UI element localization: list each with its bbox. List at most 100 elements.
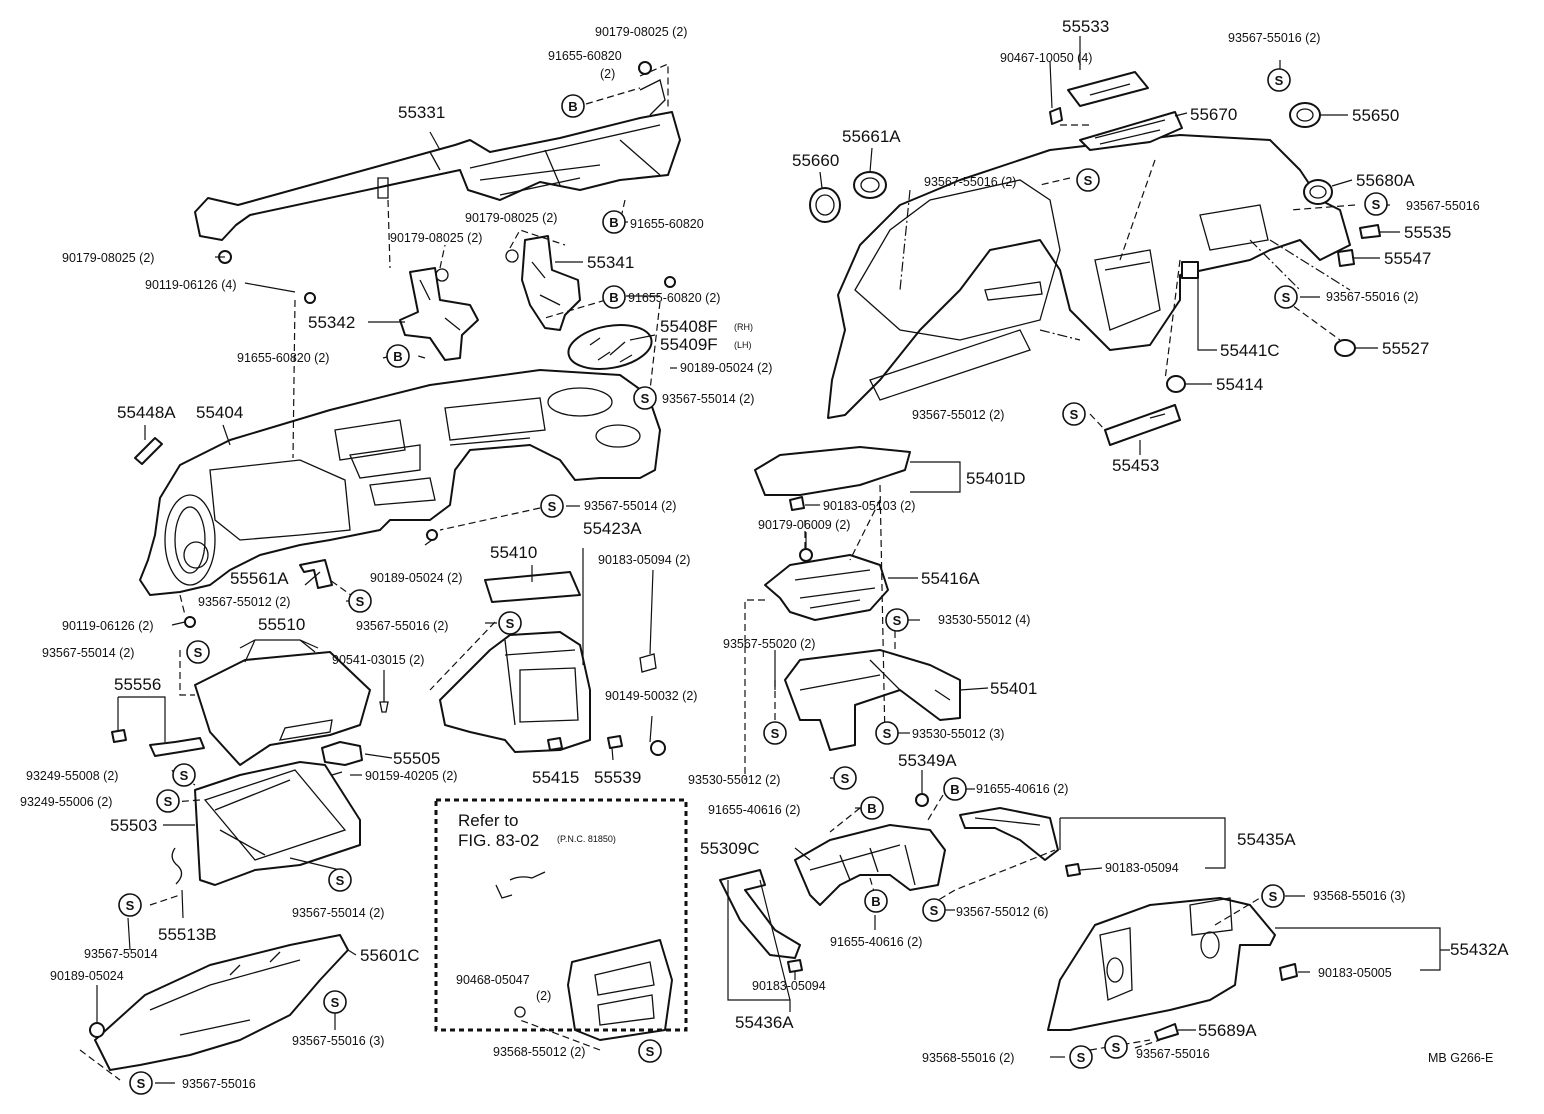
svg-text:S: S [194, 645, 203, 660]
s-symbol: S [348, 589, 372, 613]
part-55408F: 55408F [660, 317, 718, 336]
glove-box-55503 [171, 761, 361, 886]
b-symbol: B [602, 210, 626, 234]
reference-line-2: FIG. 83-02 [458, 831, 539, 850]
bracket-55423A [439, 631, 657, 753]
s-symbol: S [323, 990, 347, 1014]
part-55436A: 55436A [735, 1013, 794, 1032]
part-55453: 55453 [1112, 456, 1159, 475]
fastener-91655-60820: 91655-60820 [548, 49, 622, 63]
hinge-55556 [111, 729, 205, 757]
part-55533: 55533 [1062, 17, 1109, 36]
fastener-93567-55014: 93567-55014 (2) [662, 392, 754, 406]
fastener-93567-55016: 93567-55016 (2) [924, 175, 1016, 189]
svg-text:S: S [331, 995, 340, 1010]
reference-box [434, 798, 688, 1032]
figure-code: MB G266-E [1428, 1051, 1493, 1065]
part-55441C: 55441C [1220, 341, 1280, 360]
s-symbol: S [172, 763, 196, 787]
part-55661A: 55661A [842, 127, 901, 146]
part-55415: 55415 [532, 768, 579, 787]
svg-text:B: B [393, 349, 402, 364]
fastener-90183-05094: 90183-05094 [752, 979, 826, 993]
reinforcement-55331 [194, 79, 681, 241]
s-symbol: S [118, 893, 142, 917]
fastener-90119-06126: 90119-06126 (2) [62, 619, 154, 633]
vent-55533 [1049, 71, 1183, 151]
s-symbol: S [1364, 192, 1388, 216]
fastener-93567-55016: 93567-55016 [182, 1077, 256, 1091]
fastener-90189-05024: 90189-05024 (2) [370, 571, 462, 585]
fastener-93530-55012: 93530-55012 (2) [688, 773, 780, 787]
svg-text:B: B [867, 801, 876, 816]
fastener-91655-40616: 91655-40616 (2) [976, 782, 1068, 796]
svg-text:S: S [1269, 889, 1278, 904]
part-55689A: 55689A [1198, 1021, 1257, 1040]
part-55535: 55535 [1404, 223, 1451, 242]
fastener-90189-05024: 90189-05024 (2) [680, 361, 772, 375]
reference-line-1: Refer to [458, 811, 518, 830]
fastener-93567-55016: 93567-55016 (2) [356, 619, 448, 633]
clip-55448A [134, 437, 163, 465]
part-55601C: 55601C [360, 946, 420, 965]
glove-door-55510 [194, 651, 389, 766]
bracket-55342 [399, 267, 479, 361]
part-55505: 55505 [393, 749, 440, 768]
svg-text:S: S [883, 726, 892, 741]
s-symbol: S [129, 1071, 153, 1095]
fastener-93567-55014: 93567-55014 (2) [292, 906, 384, 920]
part-55309C: 55309C [700, 839, 760, 858]
cover-55401D [754, 446, 911, 511]
svg-text:S: S [641, 391, 650, 406]
fastener-93567-55014: 93567-55014 (2) [584, 499, 676, 513]
part-55650: 55650 [1352, 106, 1399, 125]
fastener-93567-55020: 93567-55020 (2) [723, 637, 815, 651]
b-symbol: B [864, 889, 888, 913]
svg-text:B: B [871, 894, 880, 909]
svg-text:B: B [609, 290, 618, 305]
svg-text:S: S [180, 768, 189, 783]
quantity-label: (2) [536, 989, 551, 1003]
plate-55453 [1104, 404, 1181, 446]
s-symbol: S [833, 766, 857, 790]
svg-text:B: B [568, 99, 577, 114]
bracket-55416A [764, 548, 889, 621]
clip-55539 [547, 735, 623, 751]
fastener-93568-55016: 93568-55016 (2) [922, 1051, 1014, 1065]
s-symbol: S [1267, 68, 1291, 92]
fastener-90119-06126: 90119-06126 (4) [145, 278, 237, 292]
svg-text:S: S [137, 1076, 146, 1091]
svg-text:S: S [930, 903, 939, 918]
part-55416A: 55416A [921, 569, 980, 588]
part-55414: 55414 [1216, 375, 1263, 394]
part-55401D: 55401D [966, 469, 1026, 488]
labels: 55331 90179-08025 (2) 91655-60820 (2) 91… [20, 17, 1509, 1091]
fastener-93567-55012: 93567-55012 (2) [912, 408, 1004, 422]
heater-panel-55415 [495, 871, 673, 1041]
b-symbol: B [943, 777, 967, 801]
fastener-90541-03015: 90541-03015 (2) [332, 653, 424, 667]
part-55527: 55527 [1382, 339, 1429, 358]
fastener-93567-55012: 93567-55012 (2) [198, 595, 290, 609]
s-symbol: S [885, 608, 909, 632]
under-cover-55601C [94, 934, 349, 1071]
part-55408F-side: (RH) [734, 322, 753, 332]
fastener-91655-40616: 91655-40616 (2) [830, 935, 922, 949]
b-symbol: B [386, 344, 410, 368]
fastener-90183-05103: 90183-05103 (2) [823, 499, 915, 513]
fastener-90468-05047: 90468-05047 [456, 973, 530, 987]
fastener-93567-55014: 93567-55014 (2) [42, 646, 134, 660]
part-55341: 55341 [587, 253, 634, 272]
part-55547: 55547 [1384, 249, 1431, 268]
part-55513B: 55513B [158, 925, 217, 944]
fastener-93567-55016: 93567-55016 (3) [292, 1034, 384, 1048]
b-symbol: B [860, 796, 884, 820]
clips-right [1166, 224, 1381, 393]
s-symbol: S [1274, 285, 1298, 309]
fastener-90467-10050: 90467-10050 (4) [1000, 51, 1092, 65]
s-symbol: S [922, 898, 946, 922]
part-55410: 55410 [490, 543, 537, 562]
part-55680A: 55680A [1356, 171, 1415, 190]
part-55660: 55660 [792, 151, 839, 170]
s-symbol: S [638, 1039, 662, 1063]
